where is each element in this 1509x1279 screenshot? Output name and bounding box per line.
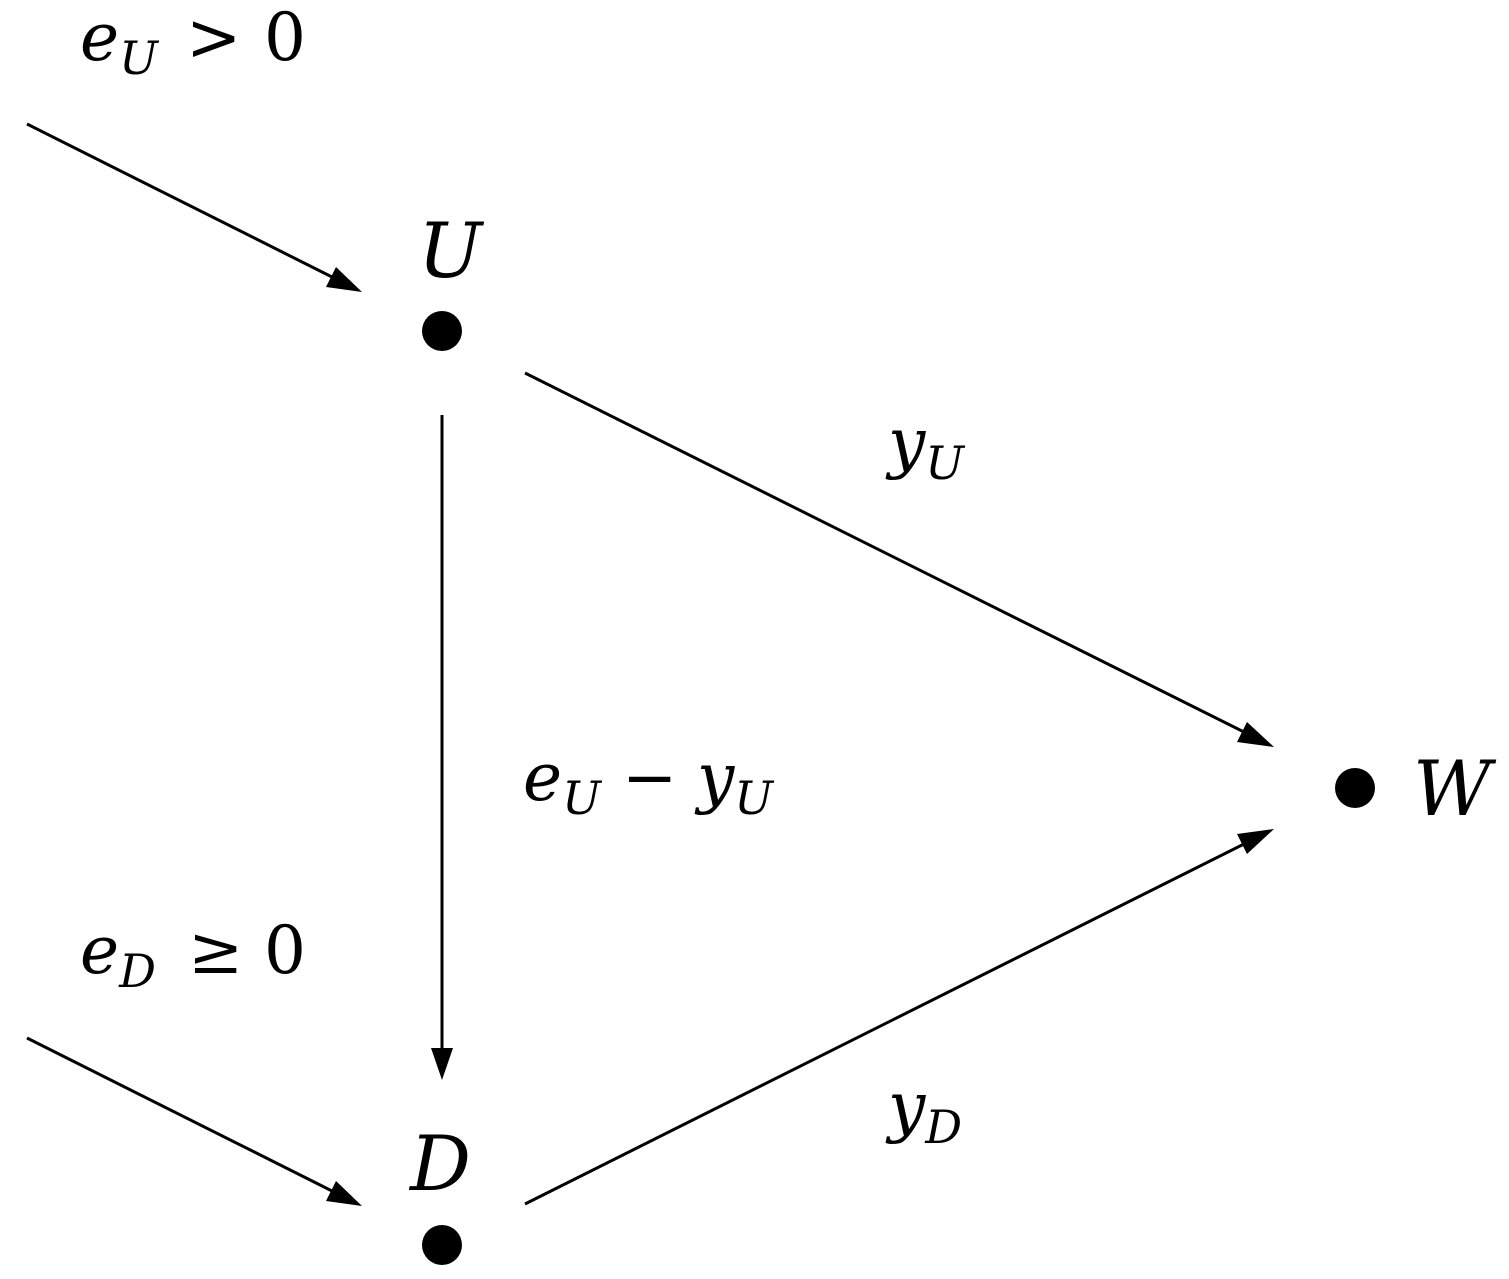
edge-u-to-d: [431, 415, 453, 1080]
inflow-d-rel: ≥: [188, 912, 243, 989]
edge-d-to-w: [524, 829, 1274, 1206]
inflow-d-value: 0: [264, 912, 306, 989]
edge-u-to-d-op: −: [622, 739, 677, 816]
arrowhead-inflow-d: [326, 1181, 362, 1206]
arrowhead-u-to-d: [431, 1048, 453, 1080]
inflow-u-base: e: [80, 0, 119, 76]
inflow-u-label: eU >0: [80, 0, 306, 85]
inflow-u-rel: >: [186, 0, 241, 76]
arrowhead-d-to-w: [1237, 829, 1274, 854]
node-d-label: D: [408, 1119, 471, 1208]
edge-u-to-d-base2: y: [694, 739, 735, 816]
edge-u-to-d-label: eU−yU: [523, 739, 775, 825]
node-u-dot: [422, 311, 462, 351]
node-d-dot: [422, 1225, 462, 1265]
inflow-d-label: eD ≥0: [80, 912, 306, 998]
edge-u-to-w: [524, 371, 1274, 747]
edge-u-to-w-base: y: [885, 404, 926, 481]
edge-inflow-u: [26, 122, 362, 292]
inflow-d-base: e: [80, 912, 119, 989]
edge-u-to-d-base1: e: [523, 739, 562, 816]
node-w-label: W: [1413, 744, 1497, 833]
edge-u-to-w-sub: U: [925, 436, 966, 490]
edge-u-to-d-sub2: U: [734, 771, 775, 825]
inflow-u-sub: U: [119, 31, 160, 85]
edge-inflow-d: [26, 1036, 362, 1206]
arrowhead-u-to-w: [1237, 722, 1274, 747]
inflow-d-sub: D: [118, 944, 156, 998]
arrowhead-inflow-u: [326, 267, 362, 292]
node-u-label: U: [418, 206, 485, 295]
node-w-dot: [1335, 768, 1375, 808]
edge-d-to-w-base: y: [885, 1068, 926, 1145]
edge-d-to-w-sub: D: [924, 1100, 962, 1154]
edge-u-to-w-label: yU: [885, 404, 966, 490]
edge-u-to-d-sub1: U: [562, 771, 603, 825]
inflow-u-value: 0: [264, 0, 306, 76]
edge-d-to-w-label: yD: [885, 1068, 962, 1154]
